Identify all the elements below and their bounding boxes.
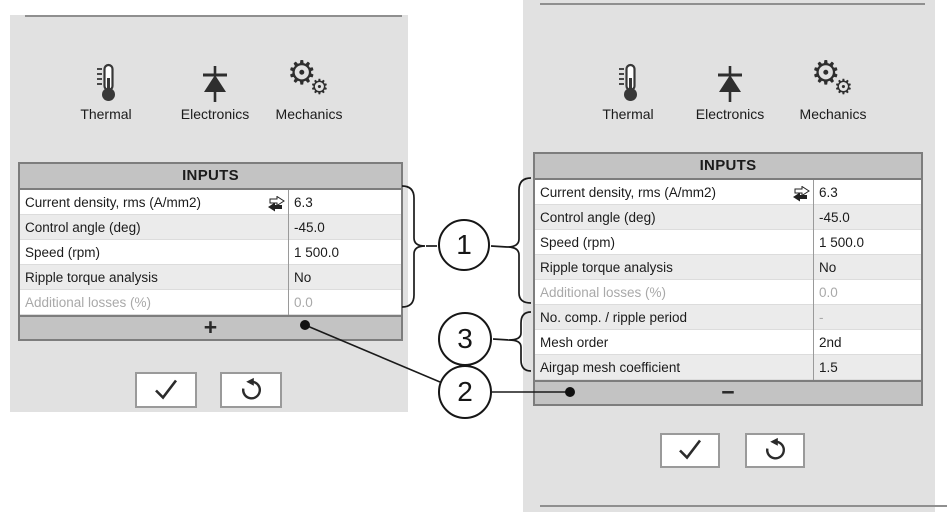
toolbar-item-mechanics[interactable]: ⚙⚙ Mechanics (254, 54, 364, 122)
inputs-panel-after: Thermal Electronics ⚙⚙ Mechanics INPUTS (523, 0, 935, 512)
table-row-ripple-torque: Ripple torque analysis No (535, 255, 921, 280)
toolbar-item-label: Thermal (602, 106, 654, 122)
table-row-additional-losses: Additional losses (%) 0.0 (20, 290, 401, 315)
row-value[interactable]: No (819, 260, 837, 275)
row-value[interactable]: 1 500.0 (819, 235, 865, 250)
row-value[interactable]: 1.5 (819, 360, 838, 375)
check-icon (675, 434, 705, 467)
reset-button[interactable] (745, 433, 805, 468)
thermometer-icon (573, 62, 683, 103)
toolbar-item-label: Thermal (80, 106, 132, 122)
inputs-panel-before: Thermal Electronics ⚙⚙ Mechanics INPUTS (10, 15, 408, 412)
toolbar-item-label: Mechanics (275, 106, 343, 122)
row-value[interactable]: -45.0 (294, 220, 325, 235)
row-label: Speed (rpm) (20, 240, 289, 265)
table-title: INPUTS (535, 154, 921, 178)
panel-top-rule-left (25, 15, 402, 17)
row-label: Mesh order (535, 330, 814, 355)
row-label: Control angle (deg) (20, 215, 289, 240)
callout-3: 3 (438, 312, 492, 366)
toolbar-item-thermal[interactable]: Thermal (573, 62, 683, 122)
row-label: Airgap mesh coefficient (535, 355, 814, 380)
row-label: Current density, rms (A/mm2) (540, 185, 717, 200)
table-row-ripple-period: No. comp. / ripple period - (535, 305, 921, 330)
toolbar-item-label: Electronics (180, 106, 250, 122)
gears-icon: ⚙⚙ (811, 54, 853, 99)
minus-icon: − (721, 379, 735, 405)
table-row-additional-losses: Additional losses (%) 0.0 (535, 280, 921, 305)
row-label: Additional losses (%) (20, 290, 289, 315)
table-row-speed: Speed (rpm) 1 500.0 (535, 230, 921, 255)
row-label: No. comp. / ripple period (535, 305, 814, 330)
callout-2: 2 (438, 365, 492, 419)
row-label: Control angle (deg) (535, 205, 814, 230)
table-row-speed: Speed (rpm) 1 500.0 (20, 240, 401, 265)
confirm-button[interactable] (660, 433, 720, 468)
swap-arrows-icon[interactable] (267, 195, 285, 212)
divider (535, 178, 921, 180)
diode-icon (675, 62, 785, 103)
panel-top-rule-right (540, 3, 925, 5)
inputs-table-after: INPUTS Current density, rms (A/mm2) 6.3 … (533, 152, 923, 406)
callout-label: 1 (456, 229, 472, 260)
toolbar-item-thermal[interactable]: Thermal (51, 62, 161, 122)
row-label: Ripple torque analysis (20, 265, 289, 290)
row-label: Ripple torque analysis (535, 255, 814, 280)
divider (20, 315, 401, 317)
table-row-mesh-order: Mesh order 2nd (535, 330, 921, 355)
confirm-button[interactable] (135, 372, 197, 408)
row-value: 0.0 (294, 295, 313, 310)
diode-icon (160, 62, 270, 103)
gears-icon: ⚙⚙ (287, 54, 329, 99)
row-value[interactable]: No (294, 270, 312, 285)
remove-parameter-button[interactable]: − (535, 379, 921, 405)
plus-icon: + (203, 314, 218, 340)
divider (535, 380, 921, 382)
row-value[interactable]: -45.0 (819, 210, 850, 225)
toolbar-item-mechanics[interactable]: ⚙⚙ Mechanics (778, 54, 888, 122)
callout-1: 1 (438, 219, 490, 271)
row-value[interactable]: 6.3 (294, 195, 313, 210)
row-label: Current density, rms (A/mm2) (25, 195, 202, 210)
row-value[interactable]: 2nd (819, 335, 842, 350)
table-row-control-angle: Control angle (deg) -45.0 (20, 215, 401, 240)
undo-icon (760, 434, 790, 467)
callout-label: 3 (457, 323, 473, 354)
undo-icon (236, 374, 266, 407)
table-title: INPUTS (20, 164, 401, 188)
inputs-table-before: INPUTS Current density, rms (A/mm2) 6.3 … (18, 162, 403, 341)
row-label: Speed (rpm) (535, 230, 814, 255)
table-row-current-density: Current density, rms (A/mm2) 6.3 (20, 190, 401, 215)
row-value[interactable]: 1 500.0 (294, 245, 340, 260)
reset-button[interactable] (220, 372, 282, 408)
row-value[interactable]: 6.3 (819, 185, 838, 200)
row-label: Additional losses (%) (535, 280, 814, 305)
row-value: - (819, 310, 824, 325)
toolbar-item-electronics[interactable]: Electronics (160, 62, 270, 122)
table-row-airgap-mesh: Airgap mesh coefficient 1.5 (535, 355, 921, 380)
panel-bottom-rule-right (540, 505, 947, 507)
table-row-control-angle: Control angle (deg) -45.0 (535, 205, 921, 230)
table-row-current-density: Current density, rms (A/mm2) 6.3 (535, 180, 921, 205)
add-parameter-button[interactable]: + (20, 314, 401, 340)
row-value: 0.0 (819, 285, 838, 300)
toolbar-item-label: Electronics (695, 106, 765, 122)
thermometer-icon (51, 62, 161, 103)
toolbar-item-label: Mechanics (799, 106, 867, 122)
check-icon (151, 374, 181, 407)
callout-label: 2 (457, 376, 473, 407)
table-row-ripple-torque: Ripple torque analysis No (20, 265, 401, 290)
swap-arrows-icon[interactable] (792, 185, 810, 202)
toolbar-item-electronics[interactable]: Electronics (675, 62, 785, 122)
divider (20, 188, 401, 190)
